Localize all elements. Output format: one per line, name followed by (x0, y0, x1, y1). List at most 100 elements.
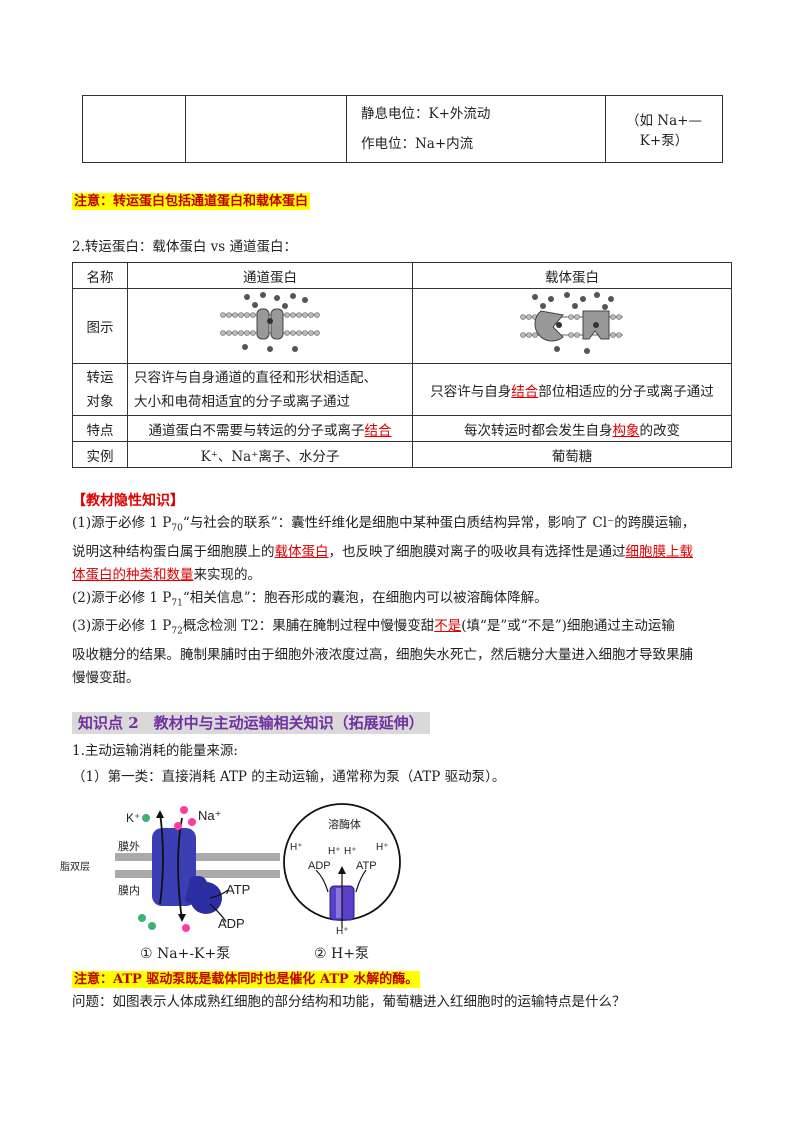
note-1: 注意：转运蛋白包括通道蛋白和载体蛋白 (72, 190, 311, 210)
channel-protein-figure-cell (127, 288, 413, 364)
carrier-feature-pre: 每次转运时都会发生自身 (464, 422, 613, 439)
lysosome-adp-label: ADP (308, 860, 331, 872)
item-3-text-1: 概念检测 T2：果脯在腌制过程中慢慢变甜 (182, 618, 435, 635)
carrier-protein-figure (520, 292, 623, 354)
item-1-red-2b: 体蛋白的种类和数量 (72, 566, 194, 583)
energy-type-1: （1）第一类：直接消耗 ATP 的主动运输，通常称为泵（ATP 驱动泵）。 (72, 769, 506, 785)
channel-example-cell: K⁺、Na⁺离子、水分子 (127, 441, 413, 468)
channel-feature-red: 结合 (364, 422, 392, 439)
channel-feature-cell: 通道蛋白不需要与转运的分子或离子结合 (127, 415, 413, 442)
hidden-item-1-cont: 说明这种结构蛋白属于细胞膜上的载体蛋白，也反映了细胞膜对离子的吸收具有选择性是通… (72, 541, 736, 564)
item-1-text-4: 来实现的。 (193, 566, 262, 583)
na-k-pump-caption: ① Na+-K+泵 (140, 946, 231, 962)
transport-label-2: 对象 (86, 393, 114, 410)
item-3-prefix: (3)源于必修 1 P (72, 618, 172, 635)
hidden-item-3-cont2: 慢慢变甜。 (72, 670, 140, 687)
compare-feature-row: 特点 通道蛋白不需要与转运的分子或离子结合 每次转运时都会发生自身构象的改变 (72, 415, 732, 442)
carrier-feature-post: 的改变 (639, 422, 681, 439)
carrier-feature-red: 构象 (612, 422, 640, 439)
atp-label: ATP (226, 882, 251, 897)
item-1-text-1: “与社会的联系”：囊性纤维化是细胞中某种蛋白质结构异常，影响了 Cl⁻的跨膜运输… (182, 515, 696, 531)
na-ion-label: Na⁺ (198, 808, 222, 823)
header-channel: 通道蛋白 (127, 262, 413, 289)
item-2-text: “相关信息”：胞吞形成的囊泡，在细胞内可以被溶酶体降解。 (182, 589, 548, 606)
hidden-item-2: (2)源于必修 1 P71“相关信息”：胞吞形成的囊泡，在细胞内可以被溶酶体降解… (72, 587, 736, 616)
hidden-item-3-cont: 吸收糖分的结果。腌制果脯时由于细胞外液浓度过高，细胞失水死亡，然后糖分大量进入细… (72, 647, 693, 664)
h-ion-label-4: H⁺ (376, 842, 389, 853)
lysosome-atp-label: ATP (356, 860, 377, 872)
carrier-transport-cell: 只容许与自身结合部位相适应的分子或离子通过 (412, 363, 732, 416)
lipid-bilayer-label: 脂双层 (60, 862, 90, 873)
top-cell-empty-2 (185, 95, 347, 163)
channel-transport-line-2: 大小和电荷相适宜的分子或离子通过 (134, 393, 350, 410)
h-ion-label-2: H⁺ (328, 846, 341, 857)
channel-protein-figure (220, 292, 320, 352)
item-2-page: 71 (171, 598, 183, 609)
question-text: 问题：如图表示人体成熟红细胞的部分结构和功能，葡萄糖进入红细胞时的运输特点是什么… (72, 994, 626, 1010)
na-k-pump-diagram (115, 806, 280, 932)
item-3-page: 72 (171, 627, 183, 638)
hidden-knowledge-body: (1)源于必修 1 P70“与社会的联系”：囊性纤维化是细胞中某种蛋白质结构异常… (72, 512, 736, 690)
section-2-title: 2.转运蛋白：载体蛋白 vs 通道蛋白： (72, 239, 298, 255)
transport-label-1: 转运 (86, 369, 114, 386)
compare-transport-row: 转运 对象 只容许与自身通道的直径和形状相适配、 大小和电荷相适宜的分子或离子通… (72, 363, 732, 416)
top-cell-empty-1 (82, 95, 186, 163)
item-1-red-2a: 细胞膜上载 (625, 543, 694, 560)
carrier-feature-cell: 每次转运时都会发生自身构象的改变 (412, 415, 732, 442)
channel-transport-cell: 只容许与自身通道的直径和形状相适配、 大小和电荷相适宜的分子或离子通过 (127, 363, 413, 416)
lysosome-diagram (283, 803, 401, 928)
header-name: 名称 (72, 262, 128, 289)
compare-image-row: 图示 (72, 288, 732, 364)
carrier-transport-post: 部位相适应的分子或离子通过 (538, 383, 714, 400)
action-potential-text: 作电位：Na+内流 (361, 136, 474, 152)
lysosome-label: 溶酶体 (328, 818, 361, 831)
outside-membrane-label: 膜外 (118, 840, 140, 853)
item-3-text-2: (填“是”或“不是”)细胞通过主动运输 (461, 618, 675, 635)
top-table: 静息电位：K+外流动 作电位：Na+内流 （如 Na+—K+泵） (82, 95, 723, 163)
h-pump-caption: ② H+泵 (314, 946, 369, 962)
item-1-red-1: 载体蛋白 (274, 543, 329, 560)
compare-table: 名称 通道蛋白 载体蛋白 图示 (72, 262, 732, 468)
carrier-protein-figure-cell (412, 288, 732, 364)
row-feature-label: 特点 (72, 415, 128, 442)
h-ion-label-1: H⁺ (290, 842, 303, 853)
channel-feature-pre: 通道蛋白不需要与转运的分子或离子 (148, 422, 365, 439)
item-1-text-2: 说明这种结构蛋白属于细胞膜上的 (72, 543, 275, 560)
adp-label: ADP (218, 916, 245, 931)
top-cell-example: （如 Na+—K+泵） (605, 95, 723, 163)
energy-source-title: 1.主动运输消耗的能量来源: (72, 743, 238, 759)
note-2-text: 注意：ATP 驱动泵既是载体同时也是催化 ATP 水解的酶。 (72, 971, 421, 988)
knowledge-point-2-heading: 知识点 2 教材中与主动运输相关知识（拓展延伸） (72, 712, 430, 734)
compare-example-row: 实例 K⁺、Na⁺离子、水分子 葡萄糖 (72, 441, 732, 468)
compare-header-row: 名称 通道蛋白 载体蛋白 (72, 262, 732, 289)
hidden-item-1: (1)源于必修 1 P70“与社会的联系”：囊性纤维化是细胞中某种蛋白质结构异常… (72, 512, 736, 541)
hidden-item-3: (3)源于必修 1 P72概念检测 T2：果脯在腌制过程中慢慢变甜不是(填“是”… (72, 615, 736, 644)
na-k-pump-figure: K⁺ Na⁺ 膜外 脂双层 膜内 ATP ADP ① Na+-K+泵 (60, 800, 290, 965)
carrier-transport-pre: 只容许与自身 (430, 383, 512, 400)
top-cell-potential: 静息电位：K+外流动 作电位：Na+内流 (346, 95, 606, 163)
row-image-label: 图示 (72, 288, 128, 364)
note-1-text: 注意：转运蛋白包括通道蛋白和载体蛋白 (72, 193, 311, 210)
item-1-prefix: (1)源于必修 1 P (72, 515, 172, 531)
k-ion-label: K⁺ (126, 811, 141, 825)
row-transport-label: 转运 对象 (72, 363, 128, 416)
h-ion-label-3: H⁺ (344, 846, 357, 857)
carrier-example-cell: 葡萄糖 (412, 441, 732, 468)
item-1-text-3: ，也反映了细胞膜对离子的吸收具有选择性是通过 (328, 543, 626, 560)
carrier-transport-red: 结合 (511, 383, 539, 400)
rest-potential-text: 静息电位：K+外流动 (361, 106, 491, 122)
knowledge-point-2-title: 知识点 2 教材中与主动运输相关知识（拓展延伸） (72, 712, 430, 734)
hidden-item-1-cont2: 体蛋白的种类和数量来实现的。 (72, 564, 736, 587)
h-pump-figure: 溶酶体 H⁺ H⁺ H⁺ H⁺ ADP ATP H⁺ ② H+泵 (272, 800, 422, 965)
pump-example-text: （如 Na+—K+泵） (626, 113, 702, 149)
row-example-label: 实例 (72, 441, 128, 468)
h-ion-label-bottom: H⁺ (336, 926, 349, 937)
inside-membrane-label: 膜内 (118, 884, 140, 897)
hidden-knowledge-title: 【教材隐性知识】 (72, 493, 184, 509)
item-3-red: 不是 (434, 618, 462, 635)
note-2: 注意：ATP 驱动泵既是载体同时也是催化 ATP 水解的酶。 (72, 968, 421, 988)
channel-transport-line-1: 只容许与自身通道的直径和形状相适配、 (134, 369, 377, 386)
header-carrier: 载体蛋白 (412, 262, 732, 289)
item-2-prefix: (2)源于必修 1 P (72, 589, 172, 606)
item-1-page: 70 (171, 523, 183, 534)
